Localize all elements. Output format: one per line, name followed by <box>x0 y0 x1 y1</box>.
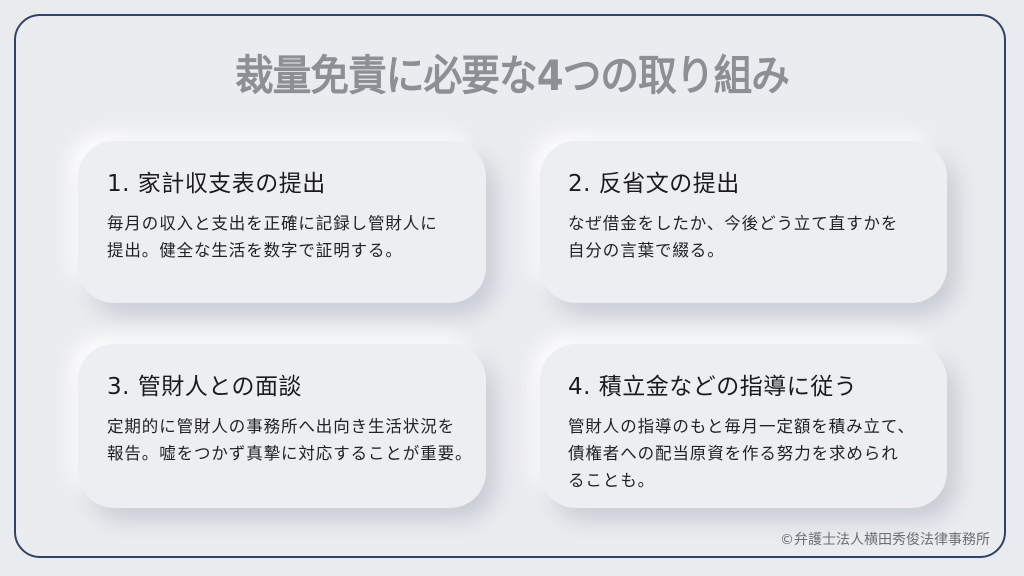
card-heading: 2. 反省文の提出 <box>568 171 740 197</box>
card-reflection-letter: 2. 反省文の提出 なぜ借金をしたか、今後どう立て直すかを 自分の言葉で綴る。 <box>540 141 947 303</box>
card-body: なぜ借金をしたか、今後どう立て直すかを 自分の言葉で綴る。 <box>568 210 927 264</box>
card-body-line: 提出。健全な生活を数字で証明する。 <box>107 241 403 260</box>
card-body-line: 自分の言葉で綴る。 <box>568 241 725 260</box>
card-household-budget: 1. 家計収支表の提出 毎月の収入と支出を正確に記録し管財人に 提出。健全な生活… <box>78 141 486 303</box>
card-body-line: なぜ借金をしたか、今後どう立て直すかを <box>568 214 899 233</box>
card-heading: 3. 管財人との面談 <box>107 374 303 400</box>
card-body: 毎月の収入と支出を正確に記録し管財人に 提出。健全な生活を数字で証明する。 <box>107 210 466 264</box>
card-heading: 1. 家計収支表の提出 <box>107 171 326 197</box>
card-body-line: 報告。嘘をつかず真摯に対応することが重要。 <box>107 444 473 463</box>
card-body-line: 定期的に管財人の事務所へ出向き生活状況を <box>107 417 455 436</box>
page-title: 裁量免責に必要な4つの取り組み <box>234 51 790 100</box>
card-body-line: 毎月の収入と支出を正確に記録し管財人に <box>107 214 438 233</box>
card-body-line: 管財人の指導のもと毎月一定額を積み立て、 <box>568 417 915 436</box>
card-body-line: ることも。 <box>568 471 655 490</box>
copyright-notice: ©弁護士法人横田秀俊法律事務所 <box>780 532 990 548</box>
card-heading: 4. 積立金などの指導に従う <box>568 374 858 400</box>
card-body: 管財人の指導のもと毎月一定額を積み立て、 債権者への配当原資を作る努力を求められ… <box>568 413 927 494</box>
card-body: 定期的に管財人の事務所へ出向き生活状況を 報告。嘘をつかず真摯に対応することが重… <box>107 413 473 467</box>
card-savings-guidance: 4. 積立金などの指導に従う 管財人の指導のもと毎月一定額を積み立て、 債権者へ… <box>540 344 947 508</box>
card-body-line: 債権者への配当原資を作る努力を求められ <box>568 444 899 463</box>
card-trustee-interview: 3. 管財人との面談 定期的に管財人の事務所へ出向き生活状況を 報告。嘘をつかず… <box>78 344 486 508</box>
